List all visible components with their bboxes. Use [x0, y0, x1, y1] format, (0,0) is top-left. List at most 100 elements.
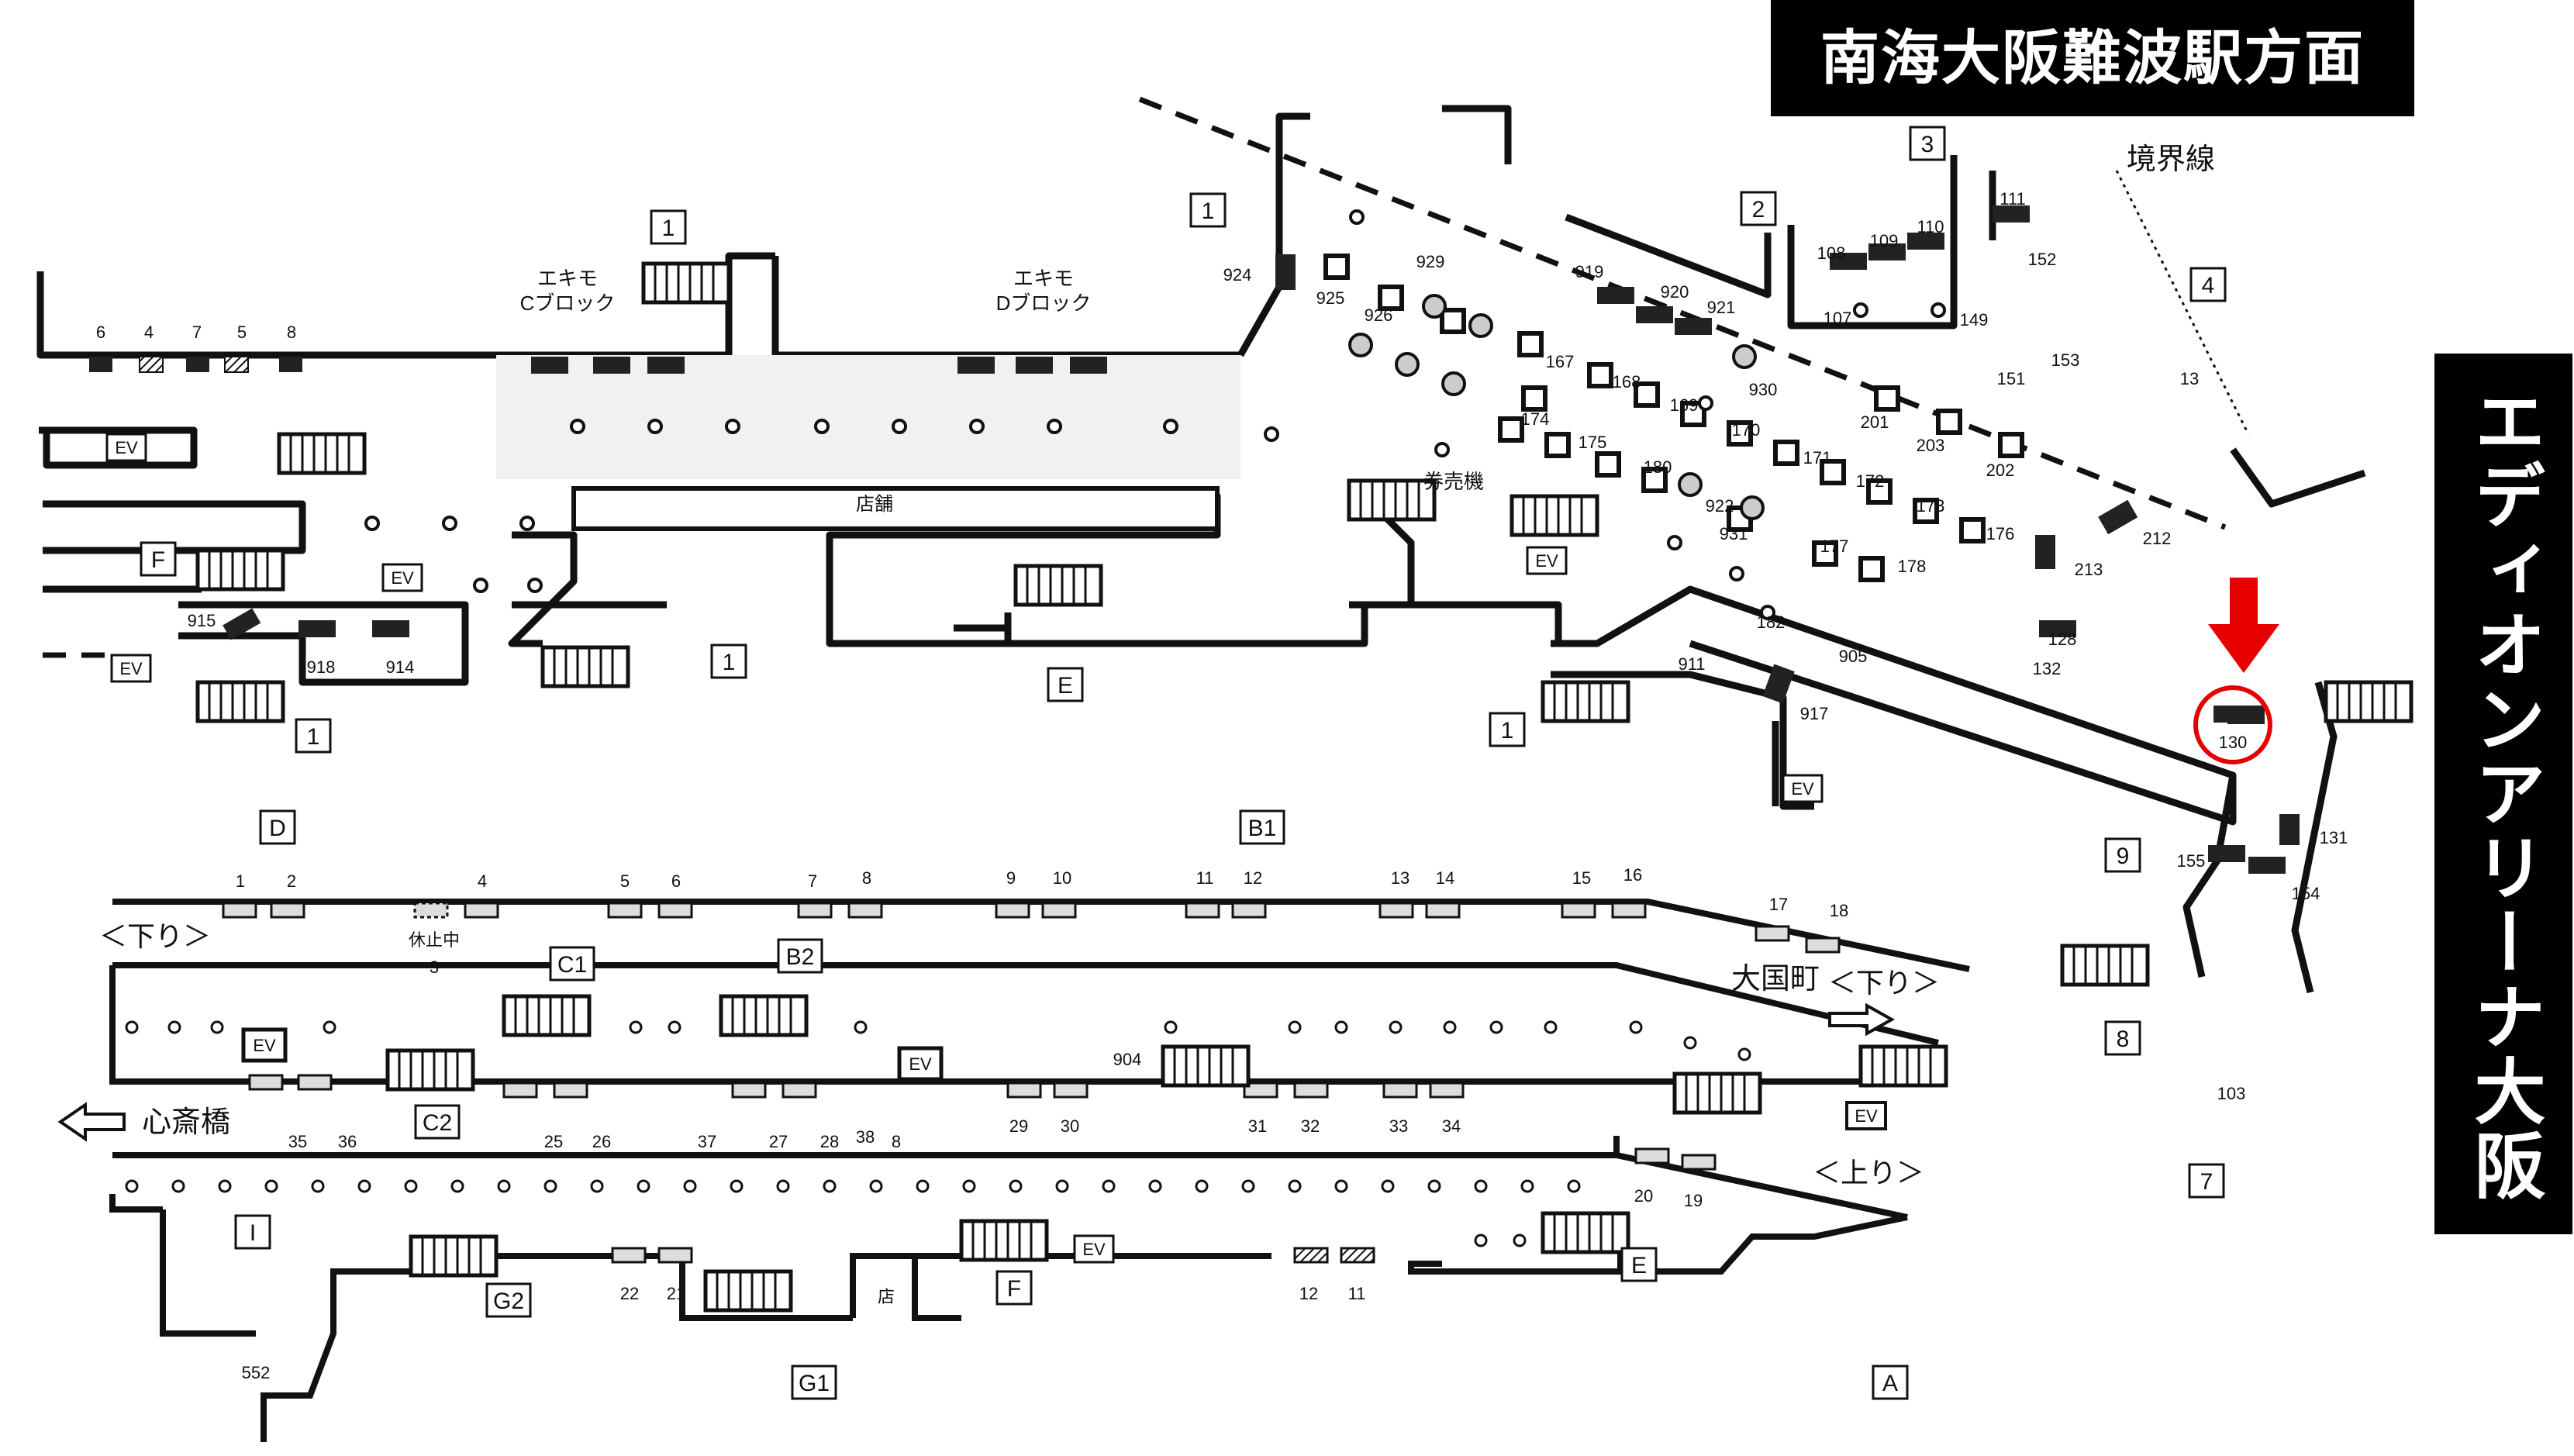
svg-text:7: 7 [192, 323, 202, 342]
exit-1-c: 1 [710, 643, 747, 679]
svg-text:921: 921 [1707, 298, 1736, 317]
svg-text:132: 132 [2033, 659, 2062, 678]
svg-text:929: 929 [1416, 252, 1445, 271]
svg-text:5: 5 [620, 871, 630, 891]
exit-7: 7 [2188, 1163, 2225, 1199]
svg-text:37: 37 [698, 1132, 716, 1151]
svg-text:6: 6 [671, 871, 681, 891]
svg-text:8: 8 [892, 1132, 901, 1151]
svg-text:EV: EV [1791, 779, 1814, 799]
exit-b1: B1 [1239, 809, 1285, 845]
svg-text:15: 15 [1572, 868, 1591, 888]
map-labels: 店舗 券売機 エキモ Cブロック エキモ Dブロック 境界線 休止中 3 店 ＜… [99, 143, 2247, 1306]
ev-8: EV [1845, 1101, 1887, 1130]
svg-text:5: 5 [237, 323, 247, 342]
svg-text:I: I [250, 1220, 256, 1246]
svg-text:E: E [1631, 1253, 1647, 1278]
upper-numbers: 6 4 7 5 8 924 929 925 926 919 920 921 10… [96, 189, 2348, 1103]
paused-number: 3 [430, 957, 439, 977]
svg-text:905: 905 [1839, 647, 1868, 666]
svg-text:G1: G1 [799, 1371, 830, 1396]
north-direction-label: 南海大阪難波駅方面 [1771, 0, 2414, 116]
exit-2: 2 [1740, 191, 1777, 226]
svg-text:154: 154 [2292, 884, 2320, 903]
svg-text:F: F [1007, 1276, 1021, 1302]
svg-text:9: 9 [1006, 868, 1016, 888]
lower-walls [109, 899, 1970, 1442]
ev-5: EV [1782, 774, 1824, 803]
exit-g2: G2 [485, 1282, 532, 1318]
ekimo-d-line2: Dブロック [996, 292, 1092, 315]
ev-3: EV [110, 654, 152, 683]
exit-8: 8 [2104, 1020, 2141, 1056]
svg-text:B2: B2 [786, 944, 815, 970]
svg-text:103: 103 [2217, 1084, 2246, 1103]
nobori-label: ＜上り＞ [1813, 1157, 1924, 1189]
svg-text:202: 202 [1986, 461, 2015, 480]
svg-text:C2: C2 [423, 1110, 452, 1136]
boundary-label: 境界線 [2127, 143, 2215, 176]
svg-text:33: 33 [1389, 1116, 1408, 1136]
svg-text:107: 107 [1824, 309, 1852, 328]
svg-text:110: 110 [1917, 217, 1944, 236]
right-arrow-icon [1828, 1002, 1896, 1037]
svg-text:131: 131 [2320, 828, 2348, 847]
svg-text:1: 1 [662, 216, 675, 241]
svg-text:1: 1 [236, 871, 245, 891]
svg-text:173: 173 [1917, 496, 1945, 516]
svg-text:1: 1 [723, 650, 736, 675]
svg-text:EV: EV [115, 438, 138, 457]
svg-text:930: 930 [1749, 380, 1778, 399]
svg-text:4: 4 [2202, 273, 2215, 298]
svg-text:28: 28 [820, 1132, 839, 1151]
svg-text:26: 26 [592, 1132, 611, 1151]
ev-2: EV [381, 563, 423, 592]
svg-text:25: 25 [544, 1132, 563, 1151]
svg-text:174: 174 [1521, 409, 1550, 429]
exit-1-b: 1 [1189, 192, 1227, 228]
svg-text:29: 29 [1009, 1116, 1028, 1136]
svg-text:EV: EV [253, 1036, 276, 1055]
shop-label: 店舗 [856, 494, 893, 515]
exit-3: 3 [1909, 126, 1946, 161]
exit-b2: B2 [777, 938, 823, 974]
svg-text:13: 13 [1391, 868, 1409, 888]
svg-text:919: 919 [1575, 262, 1604, 281]
exit-1-e: 1 [295, 718, 332, 754]
daikokucho-label: 大国町 [1731, 963, 1820, 995]
svg-text:C1: C1 [557, 952, 587, 978]
svg-text:1: 1 [1501, 718, 1514, 744]
highlight-number: 130 [2219, 733, 2248, 752]
svg-text:918: 918 [307, 657, 336, 677]
exit-d: D [259, 809, 296, 845]
svg-text:920: 920 [1661, 282, 1689, 302]
svg-text:153: 153 [2051, 350, 2080, 370]
svg-text:922: 922 [1706, 496, 1734, 516]
svg-text:E: E [1058, 673, 1073, 699]
svg-text:170: 170 [1732, 420, 1761, 440]
exit-a: A [1872, 1365, 1909, 1400]
svg-text:17: 17 [1769, 895, 1788, 914]
svg-text:9: 9 [2117, 844, 2130, 869]
svg-text:111: 111 [2000, 189, 2025, 209]
svg-text:155: 155 [2177, 851, 2206, 871]
upper-gates [1323, 254, 2024, 582]
svg-text:12: 12 [1299, 1284, 1318, 1303]
lower-kiosks [222, 902, 1841, 1264]
svg-text:175: 175 [1579, 433, 1607, 452]
exit-f-upper: F [140, 541, 177, 577]
paused-label: 休止中 [409, 930, 460, 950]
exit-4: 4 [2189, 267, 2227, 302]
svg-text:EV: EV [1535, 551, 1558, 571]
kudari-right-label: ＜下り＞ [1828, 967, 1940, 999]
svg-text:177: 177 [1820, 537, 1849, 556]
ev-6: EV [241, 1027, 288, 1063]
ev-1: EV [105, 433, 147, 462]
ev-4: EV [1526, 546, 1568, 575]
svg-text:38: 38 [856, 1127, 875, 1147]
shop-block [571, 486, 1220, 531]
svg-text:7: 7 [2200, 1169, 2213, 1195]
svg-text:19: 19 [1684, 1191, 1703, 1210]
svg-text:G2: G2 [493, 1289, 524, 1314]
